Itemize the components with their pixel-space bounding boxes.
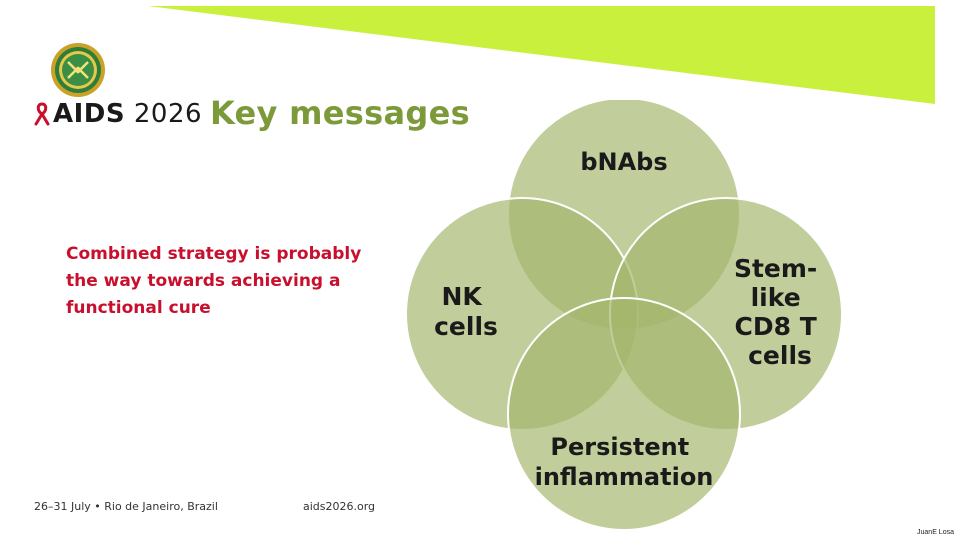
accent-bar (148, 6, 935, 104)
venn-circle-bottom (507, 297, 741, 531)
brand-name-bold: AIDS (53, 99, 126, 129)
conference-brand: AIDS 2026 (34, 98, 202, 130)
red-ribbon-icon (34, 102, 50, 126)
brand-name: AIDS 2026 (53, 99, 202, 129)
venn-label-bottom: Persistent inflammation (535, 433, 714, 491)
venn-label-top: bNAbs (580, 148, 667, 176)
accent-bar-shape (148, 6, 935, 104)
footer-url: aids2026.org (303, 500, 376, 513)
venn-label-left: NK cells (434, 282, 498, 341)
conference-seal-icon (51, 43, 105, 97)
brand-year: 2026 (133, 99, 203, 129)
venn-label-right: Stem- like CD8 T cells (734, 254, 826, 370)
page-title: Key messages (210, 94, 470, 132)
key-message: Combined strategy is probably the way to… (66, 244, 362, 318)
speaker-credit: JuanE Losa (917, 529, 954, 536)
footer-event-info: 26–31 July • Rio de Janeiro, Brazil (34, 500, 218, 513)
venn-diagram: bNAbs NK cells Stem- like CD8 T cells Pe… (405, 100, 843, 531)
